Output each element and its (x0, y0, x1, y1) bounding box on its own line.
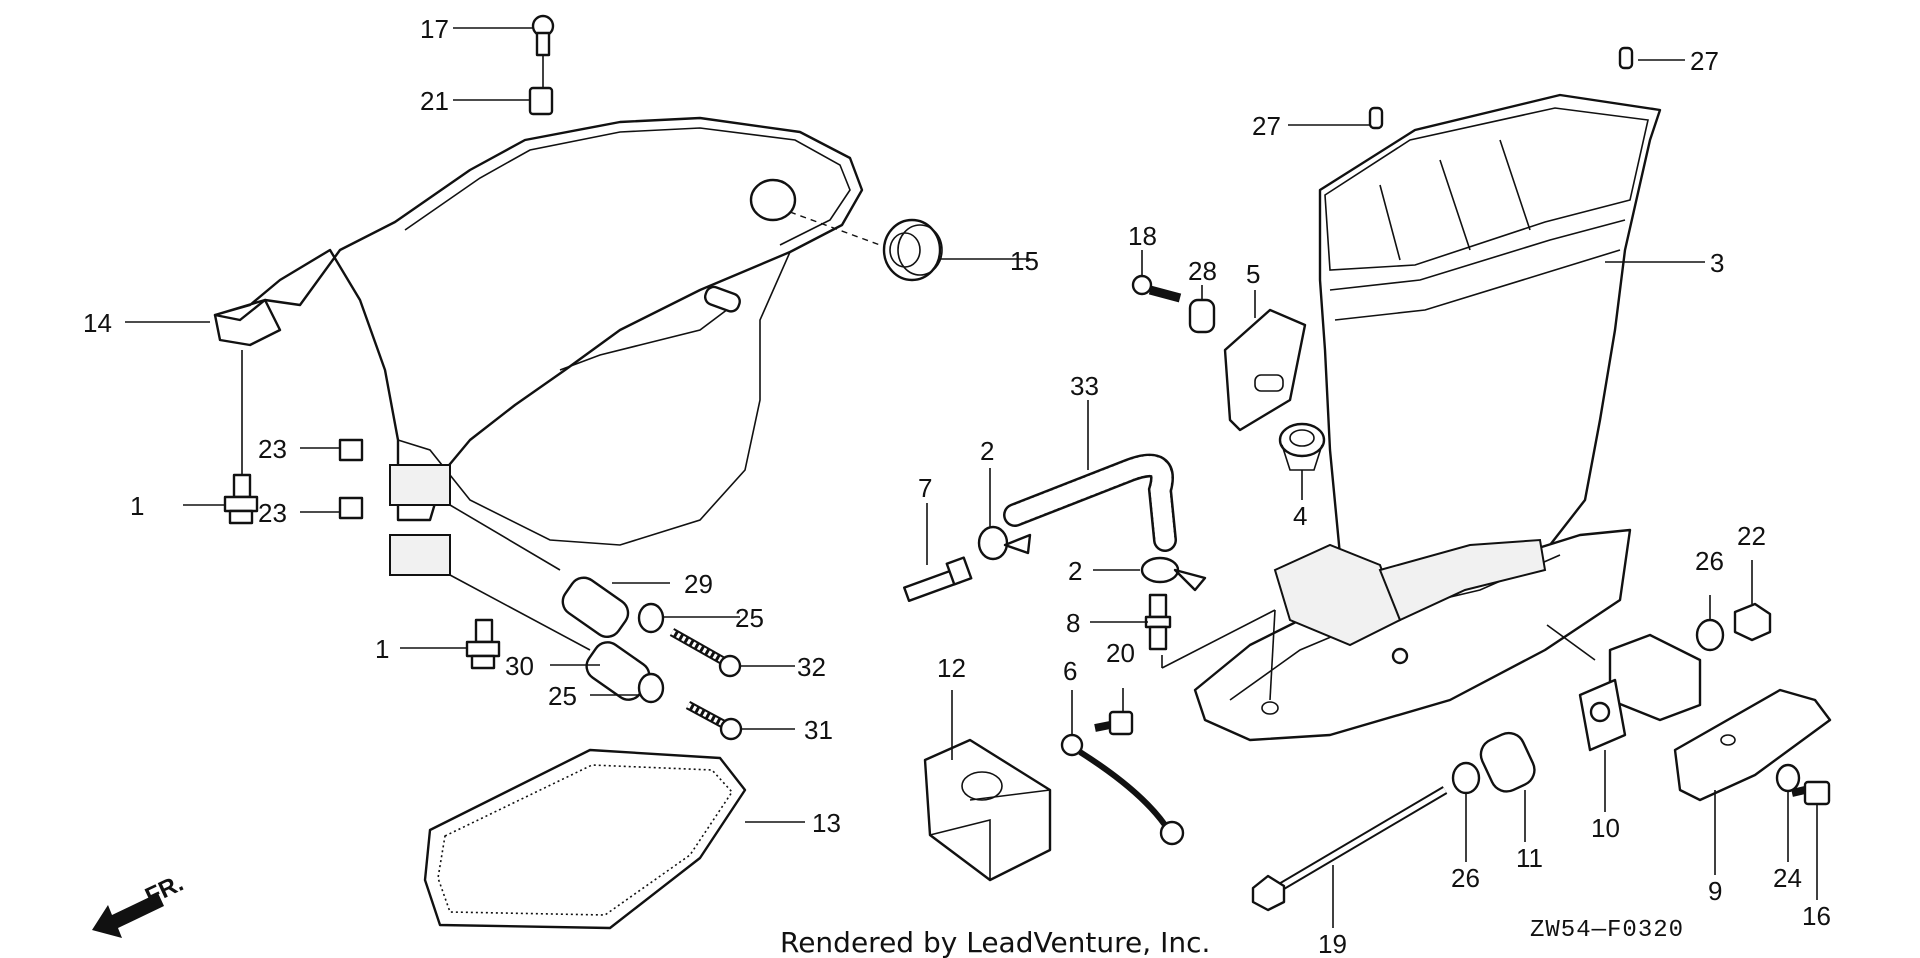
washer-26-upper-part[interactable] (1695, 618, 1725, 652)
dowel-pin-27-upper-part[interactable] (1618, 46, 1634, 70)
washer-24-part[interactable] (1775, 763, 1801, 793)
dowel-pin-27-lower-part[interactable] (1368, 106, 1384, 130)
nipple-8-part[interactable] (1144, 593, 1172, 651)
callout-32: 32 (797, 652, 826, 682)
callout-6: 6 (1063, 656, 1077, 686)
clip-nut-21-part[interactable] (528, 86, 554, 116)
callout-labels: 17 21 14 15 23 1 23 29 25 1 30 32 25 31 … (83, 14, 1831, 958)
collar-11-part[interactable] (1476, 728, 1540, 797)
washer-26-lower-part[interactable] (1451, 761, 1481, 795)
washer-25-lower-part[interactable] (637, 672, 665, 704)
callout-25-lower: 25 (548, 681, 577, 711)
render-credit: Rendered by LeadVenture, Inc. (780, 926, 1210, 958)
diagram-code: ZW54—F0320 (1530, 917, 1684, 944)
screw-17-part[interactable] (531, 14, 555, 57)
long-bolt-19-part[interactable] (1251, 786, 1448, 912)
callout-3: 3 (1710, 248, 1724, 278)
callout-17: 17 (420, 14, 449, 44)
leader-lines (125, 27, 1818, 928)
bracket-12-part[interactable] (923, 738, 1052, 882)
mount-cover-9-part[interactable] (1673, 688, 1832, 802)
callout-30: 30 (505, 651, 534, 681)
callout-15: 15 (1010, 246, 1039, 276)
callout-24: 24 (1773, 863, 1802, 893)
front-arrow-icon: FR. (92, 870, 188, 938)
callout-33: 33 (1070, 371, 1099, 401)
mount-10-part[interactable] (1578, 633, 1702, 752)
callout-25-upper: 25 (735, 603, 764, 633)
bolt-32-part[interactable] (669, 628, 742, 678)
collar-28-part[interactable] (1188, 298, 1216, 334)
grommet-part[interactable] (882, 218, 943, 282)
callout-19: 19 (1318, 929, 1347, 958)
callout-27-lower: 27 (1252, 111, 1281, 141)
bolt-20-part[interactable] (1094, 710, 1134, 736)
nut-23-lower-part[interactable] (338, 496, 364, 520)
collar-29-part[interactable] (557, 572, 633, 642)
callout-7: 7 (918, 473, 932, 503)
callout-8: 8 (1066, 608, 1080, 638)
grommet-guide-line (789, 211, 881, 246)
grommet-4-part[interactable] (1278, 422, 1326, 471)
callout-23-upper: 23 (258, 434, 287, 464)
callout-1-lower: 1 (375, 634, 389, 664)
callout-4: 4 (1293, 501, 1307, 531)
callout-1-upper: 1 (130, 491, 144, 521)
callout-11: 11 (1516, 843, 1543, 873)
nut-23-upper-part[interactable] (338, 438, 364, 462)
callout-29: 29 (684, 569, 713, 599)
callout-26-upper: 26 (1695, 546, 1724, 576)
bolt-31-part[interactable] (685, 701, 743, 741)
callout-9: 9 (1708, 876, 1722, 906)
clamp-2-left-part[interactable] (977, 525, 1032, 561)
callout-22: 22 (1737, 521, 1766, 551)
ground-wire-6-part[interactable] (1060, 733, 1185, 846)
under-cover-part[interactable] (213, 116, 864, 576)
extension-case-part[interactable] (1193, 93, 1662, 742)
pin-1-upper-part[interactable] (223, 473, 259, 525)
nipple-7-part[interactable] (903, 556, 973, 603)
callout-16: 16 (1802, 901, 1831, 931)
callout-5: 5 (1246, 259, 1260, 289)
cover-plate-5-part[interactable] (1223, 308, 1307, 432)
callout-13: 13 (812, 808, 841, 838)
clamp-2-right-part[interactable] (1140, 556, 1207, 592)
callout-31: 31 (804, 715, 833, 745)
callout-2-lower: 2 (1068, 556, 1082, 586)
pin-1-lower-part[interactable] (465, 618, 501, 670)
seal-13-part[interactable] (423, 748, 747, 930)
callout-20: 20 (1106, 638, 1135, 668)
callout-18: 18 (1128, 221, 1157, 251)
bolt-18-part[interactable] (1131, 274, 1182, 303)
washer-25-upper-part[interactable] (637, 602, 665, 634)
callout-27-upper: 27 (1690, 46, 1719, 76)
callout-2-upper: 2 (980, 436, 994, 466)
callout-26-lower: 26 (1451, 863, 1480, 893)
callout-10: 10 (1591, 813, 1620, 843)
callout-28: 28 (1188, 256, 1217, 286)
callout-23-lower: 23 (258, 498, 287, 528)
callout-12: 12 (937, 653, 966, 683)
nut-22-part[interactable] (1733, 602, 1772, 642)
callout-21: 21 (420, 86, 449, 116)
callout-14: 14 (83, 308, 112, 338)
